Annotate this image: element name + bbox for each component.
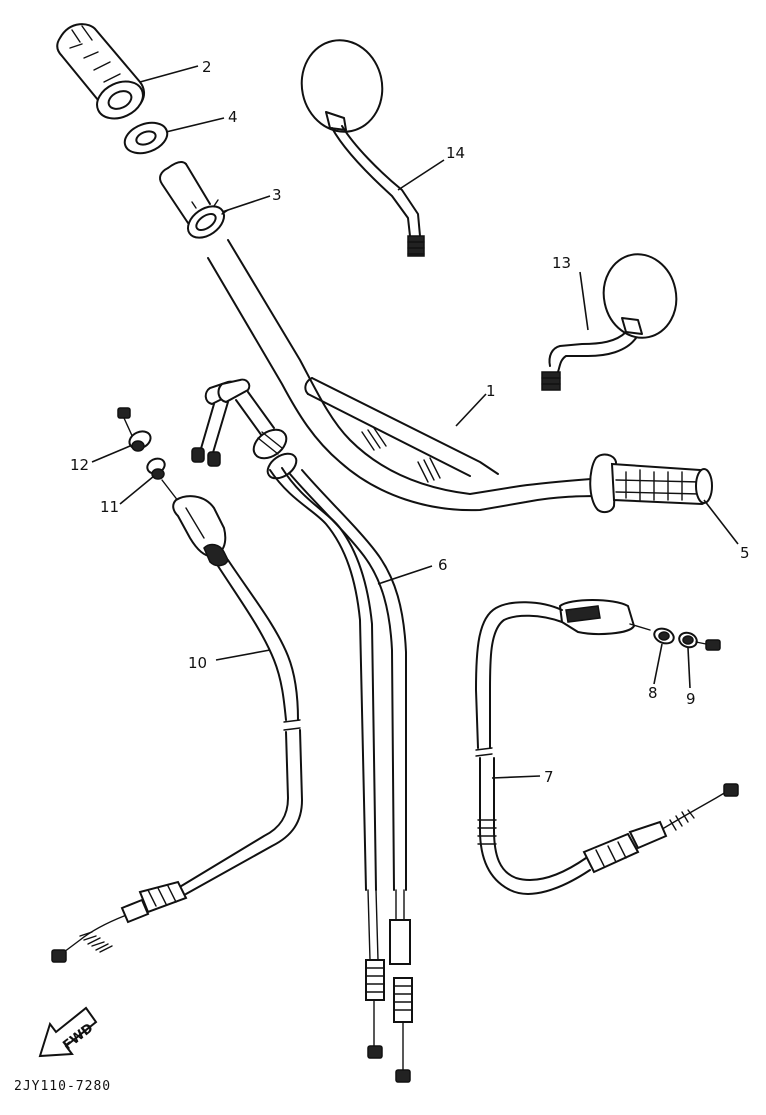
left-grip — [56, 23, 145, 120]
left-mirror — [300, 39, 425, 257]
callout-4: 4 — [228, 108, 238, 126]
callout-3: 3 — [272, 186, 282, 204]
handlebar — [159, 160, 605, 512]
callout-14: 14 — [446, 144, 465, 162]
clutch-cable — [51, 407, 303, 963]
right-cable — [475, 599, 739, 895]
callout-11: 11 — [100, 498, 119, 516]
callout-7: 7 — [544, 768, 554, 786]
forward-arrow-icon: FWD — [38, 1006, 98, 1058]
leader-lines — [91, 65, 739, 779]
callout-13: 13 — [552, 254, 571, 272]
bar-clamp — [186, 199, 229, 239]
right-mirror — [541, 253, 678, 391]
callout-1: 1 — [486, 382, 496, 400]
throttle-cables — [191, 378, 413, 1083]
right-grip — [589, 453, 713, 514]
callout-12: 12 — [70, 456, 89, 474]
collar — [123, 121, 169, 155]
callout-6: 6 — [438, 556, 448, 574]
callout-8: 8 — [648, 684, 658, 702]
callout-9: 9 — [686, 690, 696, 708]
callout-5: 5 — [740, 544, 750, 562]
diagram-code: 2JY110-7280 — [14, 1079, 111, 1094]
callout-10: 10 — [188, 654, 207, 672]
callout-2: 2 — [202, 58, 212, 76]
